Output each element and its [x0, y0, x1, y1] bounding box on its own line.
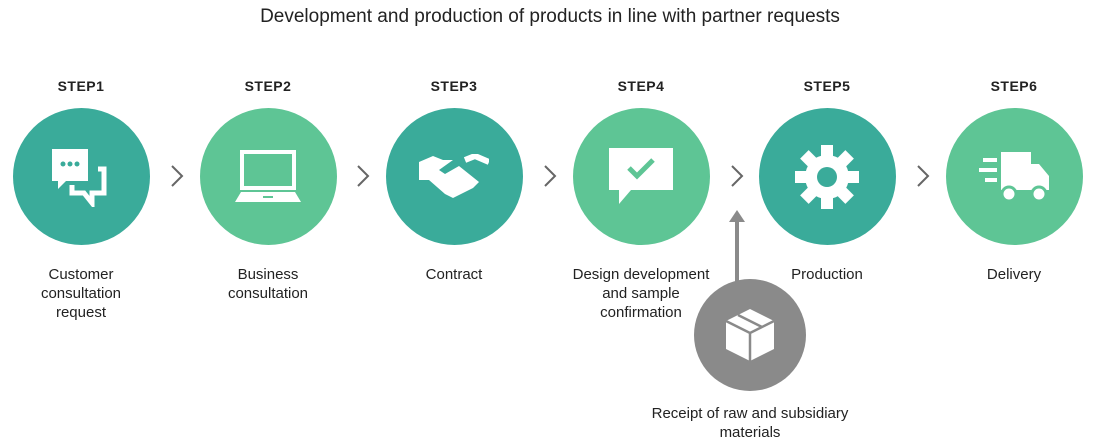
step-label: STEP4: [617, 78, 665, 94]
chevron-right-icon: [544, 165, 557, 187]
chat-bubbles-icon: [12, 108, 150, 245]
handshake-icon: [385, 108, 523, 245]
step-5: STEP5 Production: [747, 78, 907, 284]
step-description: Contract: [425, 266, 483, 283]
chevron-right-icon: [917, 165, 930, 187]
step-description: Production: [791, 266, 863, 283]
diagram-title: Development and production of products i…: [260, 6, 840, 27]
step-label: STEP6: [990, 78, 1038, 94]
step-label: STEP5: [803, 78, 851, 94]
checkmark-message-icon: [572, 108, 710, 245]
step-2: STEP2 Business consultation: [188, 78, 348, 303]
step-1: STEP1 Customer consultation request: [1, 78, 161, 322]
delivery-truck-icon: [945, 108, 1083, 245]
step-description: Delivery: [986, 266, 1042, 283]
step-3: STEP3 Contract: [374, 78, 534, 284]
box-icon: [694, 279, 806, 391]
arrow-up-icon: [729, 210, 745, 282]
step-label: STEP1: [57, 78, 105, 94]
step-4: STEP4 Design development and sample conf…: [561, 78, 721, 322]
chevron-right-icon: [171, 165, 184, 187]
chevron-right-icon: [357, 165, 370, 187]
step-6: STEP6 Delivery: [934, 78, 1094, 284]
laptop-icon: [199, 108, 337, 245]
step-label: STEP2: [244, 78, 292, 94]
step-description: Business consultation: [227, 266, 309, 302]
materials-description: Receipt of raw and subsidiary materials: [651, 405, 849, 441]
step-description: Design development and sample confirmati…: [572, 266, 710, 321]
chevron-right-icon: [731, 165, 744, 187]
step-description: Customer consultation request: [40, 266, 122, 321]
step-label: STEP3: [430, 78, 478, 94]
gear-icon: [758, 108, 896, 245]
